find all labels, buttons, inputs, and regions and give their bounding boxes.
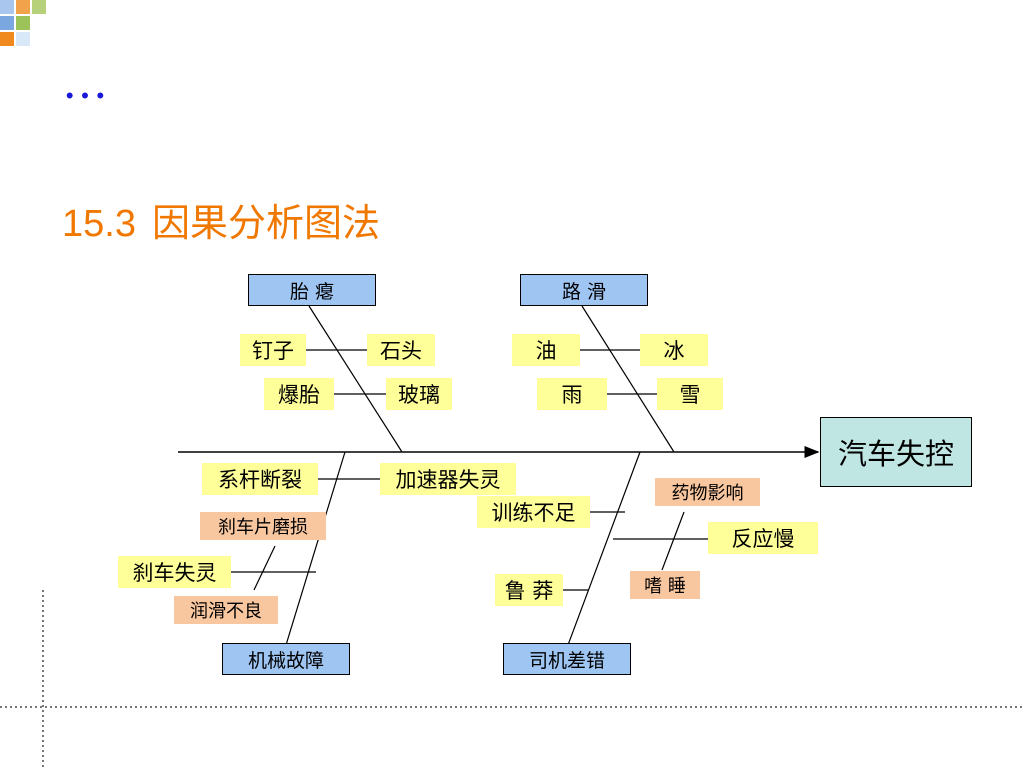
category-tire: 胎 瘪: [248, 274, 376, 306]
cause-glass: 玻璃: [386, 378, 452, 410]
decor-square: [0, 16, 14, 30]
category-machine: 机械故障: [222, 643, 350, 675]
decor-square: [16, 32, 30, 46]
slide-subtitle: 15.3 因果分析图法: [62, 192, 380, 247]
cause-blowout: 爆胎: [264, 378, 334, 410]
cause-slow-reaction: 反应慢: [708, 522, 818, 554]
branch-driver: [567, 451, 641, 646]
cause-drug-effect: 药物影响: [655, 478, 760, 506]
cause-tie-rod: 系杆断裂: [202, 463, 318, 495]
category-driver: 司机差错: [503, 643, 631, 675]
cause-brake-pad-wear: 刹车片磨损: [200, 512, 326, 540]
decor-square: [16, 0, 30, 14]
cause-rain: 雨: [537, 378, 607, 410]
cause-drowsiness: 嗜 睡: [630, 571, 700, 599]
cause-accelerator: 加速器失灵: [380, 463, 516, 495]
branch-machine: [285, 451, 346, 646]
section-title: 因果分析图法: [151, 201, 380, 245]
cause-poor-lubrication: 润滑不良: [174, 596, 278, 624]
decor-square: [32, 0, 46, 14]
cause-snow: 雪: [657, 378, 723, 410]
branch-road: [581, 305, 675, 453]
effect-box: 汽车失控: [820, 417, 972, 487]
branch-tire: [308, 305, 403, 453]
cause-stone: 石头: [367, 334, 435, 366]
cause-oil: 油: [512, 334, 580, 366]
decor-square: [0, 32, 14, 46]
cause-brake-failure: 刹车失灵: [118, 556, 231, 588]
cause-ice: 冰: [640, 334, 708, 366]
decor-square: [16, 16, 30, 30]
decor-square: [0, 0, 14, 14]
cause-reckless: 鲁 莽: [495, 574, 563, 606]
cause-training: 训练不足: [477, 496, 590, 528]
slide-title: …: [62, 55, 109, 109]
category-road: 路 滑: [520, 274, 648, 306]
section-number: 15.3: [62, 203, 136, 245]
cause-nail: 钉子: [240, 334, 306, 366]
